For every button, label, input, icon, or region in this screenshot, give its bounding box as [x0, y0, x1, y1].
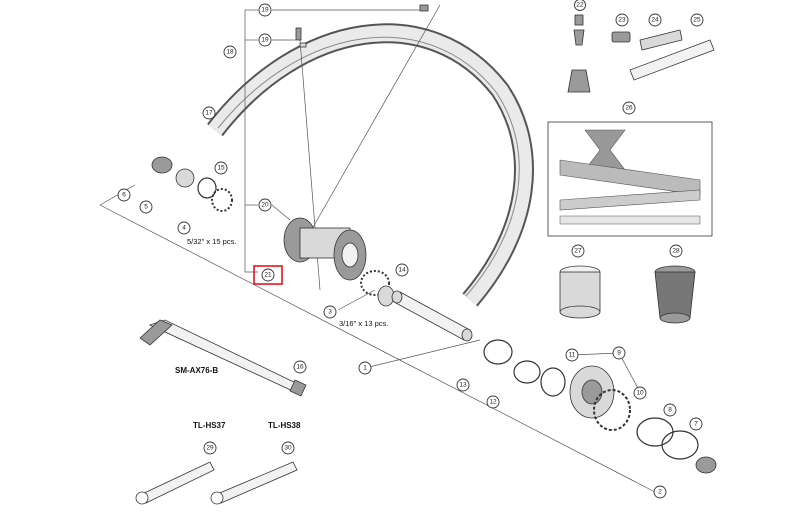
callout-8: 8	[663, 403, 677, 417]
callout-19-mid: 19	[258, 33, 272, 47]
hub-cone-wrench-1	[135, 461, 215, 505]
grease-container	[559, 265, 601, 319]
callout-14: 14	[395, 263, 409, 277]
svg-text:22: 22	[576, 2, 584, 9]
callouts: 19 19 18 17 15 20 21 6 5 4 3 14 1 16 13 …	[117, 0, 704, 499]
callout-20: 20	[258, 198, 272, 212]
balls-right-label: 3/16" x 13 pcs.	[339, 319, 388, 328]
callout-28: 28	[669, 244, 683, 258]
adapter-sleeve	[654, 265, 696, 324]
svg-text:13: 13	[459, 382, 467, 389]
svg-text:27: 27	[574, 248, 582, 255]
svg-text:19: 19	[261, 7, 269, 14]
svg-text:28: 28	[672, 248, 680, 255]
bearing-balls-right	[360, 270, 390, 296]
callout-27: 27	[571, 244, 585, 258]
svg-text:4: 4	[182, 225, 186, 232]
hub-body	[283, 217, 367, 281]
rim-tape-parts	[611, 29, 715, 81]
highlight-box	[253, 265, 283, 285]
svg-text:19: 19	[261, 37, 269, 44]
svg-text:1: 1	[363, 365, 367, 372]
callout-12: 12	[486, 395, 500, 409]
left-end-parts	[151, 156, 233, 212]
callout-26: 26	[622, 101, 636, 115]
svg-text:10: 10	[636, 390, 644, 397]
callout-23: 23	[615, 13, 629, 27]
svg-text:29: 29	[206, 445, 214, 452]
rim	[207, 23, 534, 307]
callout-7: 7	[689, 417, 703, 431]
callout-13: 13	[456, 378, 470, 392]
callout-11: 11	[565, 348, 579, 362]
callout-4: 4	[177, 221, 191, 235]
svg-text:23: 23	[618, 17, 626, 24]
svg-text:8: 8	[668, 407, 672, 414]
svg-text:20: 20	[261, 202, 269, 209]
svg-text:11: 11	[569, 352, 576, 359]
svg-text:6: 6	[122, 192, 126, 199]
callout-16: 16	[293, 360, 307, 374]
svg-text:24: 24	[651, 17, 659, 24]
cone-nut	[377, 285, 395, 307]
svg-text:26: 26	[625, 105, 633, 112]
svg-text:30: 30	[284, 445, 292, 452]
svg-text:15: 15	[217, 165, 225, 172]
callout-3: 3	[323, 305, 337, 319]
axle-model-label: SM-AX76-B	[175, 366, 218, 375]
svg-text:3: 3	[328, 309, 332, 316]
svg-text:18: 18	[226, 49, 234, 56]
text-labels: 5/32" x 15 pcs. 3/16" x 13 pcs. SM-AX76-…	[175, 237, 388, 430]
callout-5: 5	[139, 200, 153, 214]
hub-cone-wrench-2	[210, 461, 298, 505]
svg-text:17: 17	[205, 110, 213, 117]
tool-1-label: TL-HS37	[193, 421, 226, 430]
svg-text:5: 5	[144, 204, 148, 211]
callout-24: 24	[648, 13, 662, 27]
callout-21: 21	[261, 268, 275, 282]
svg-text:25: 25	[693, 17, 701, 24]
svg-text:9: 9	[617, 350, 621, 357]
callout-15: 15	[214, 161, 228, 175]
callout-19-top: 19	[258, 3, 272, 17]
callout-25: 25	[690, 13, 704, 27]
svg-text:21: 21	[264, 272, 272, 279]
svg-text:2: 2	[658, 489, 662, 496]
svg-text:7: 7	[694, 421, 698, 428]
decal-sheet	[547, 121, 713, 237]
svg-text:14: 14	[398, 267, 406, 274]
callout-30: 30	[281, 441, 295, 455]
callout-9: 9	[612, 346, 626, 360]
callout-10: 10	[633, 386, 647, 400]
callout-18: 18	[223, 45, 237, 59]
callout-1: 1	[358, 361, 372, 375]
balls-left-label: 5/32" x 15 pcs.	[187, 237, 236, 246]
valve-parts	[567, 14, 591, 93]
thru-axle	[139, 319, 307, 397]
callout-17: 17	[202, 106, 216, 120]
callout-22: 22	[574, 0, 586, 11]
svg-text:12: 12	[489, 399, 497, 406]
svg-text:16: 16	[296, 364, 304, 371]
hub-axle	[391, 290, 473, 342]
callout-6: 6	[117, 188, 131, 202]
freehub-body	[483, 339, 717, 474]
callout-2: 2	[653, 485, 667, 499]
callout-29: 29	[203, 441, 217, 455]
tool-2-label: TL-HS38	[268, 421, 301, 430]
spoke-nipple	[295, 4, 429, 48]
